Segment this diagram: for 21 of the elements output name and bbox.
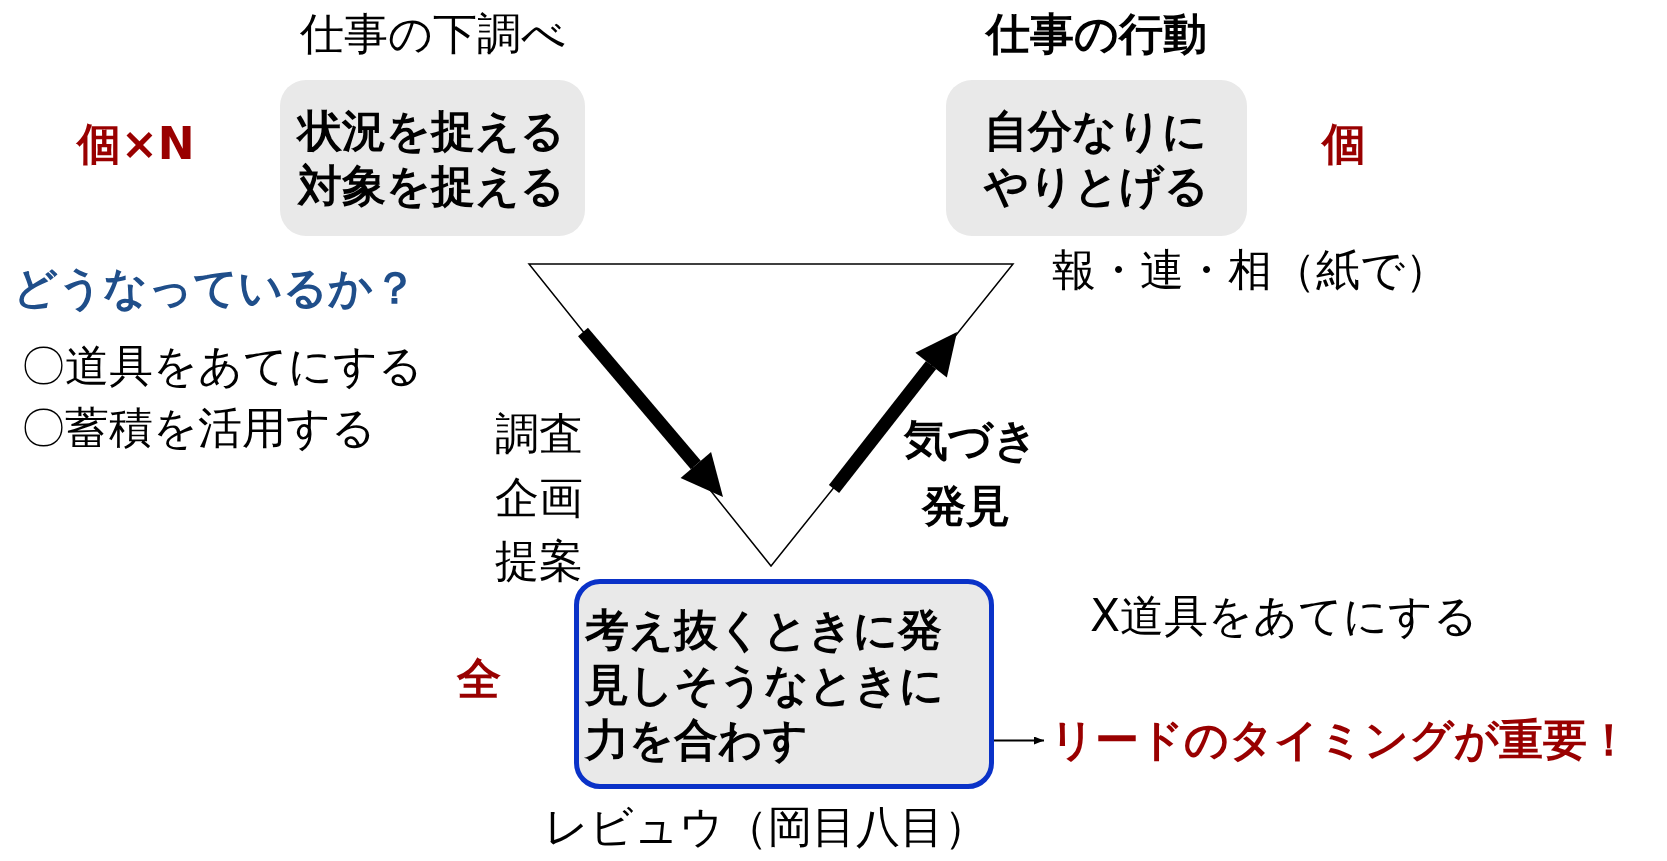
list-item: 〇蓄積を活用する: [21, 402, 376, 455]
box-text: 状況を捉える対象を捉える: [297, 104, 566, 213]
list-item: 〇道具をあてにする: [21, 340, 423, 393]
note-text: 個×N: [77, 118, 195, 171]
note-text: 個: [1322, 118, 1366, 171]
callout-text: リードのタイミングが重要！: [1050, 714, 1631, 767]
note-text: 気づき: [904, 414, 1038, 467]
box-heading: 仕事の行動: [984, 8, 1208, 61]
note-text: 企画: [495, 472, 583, 525]
note-text: 調査: [495, 408, 583, 461]
note-text: 提案: [495, 535, 583, 588]
box-caption: レビュウ（岡目八目）: [544, 801, 988, 854]
note-text: 報・連・相（紙で）: [1052, 244, 1449, 297]
box-heading: 仕事の下調べ: [298, 8, 567, 61]
box-text: 考え抜くときに発見しそうなときに力を合わす: [585, 602, 945, 767]
note-text: 発見: [922, 480, 1010, 533]
question-text: どうなっているか？: [13, 262, 417, 315]
note-text: X道具をあてにする: [1090, 590, 1479, 643]
note-text: 全: [457, 653, 501, 706]
box-text: 自分なりにやりとげる: [984, 104, 1209, 213]
arrow: [993, 736, 1045, 745]
